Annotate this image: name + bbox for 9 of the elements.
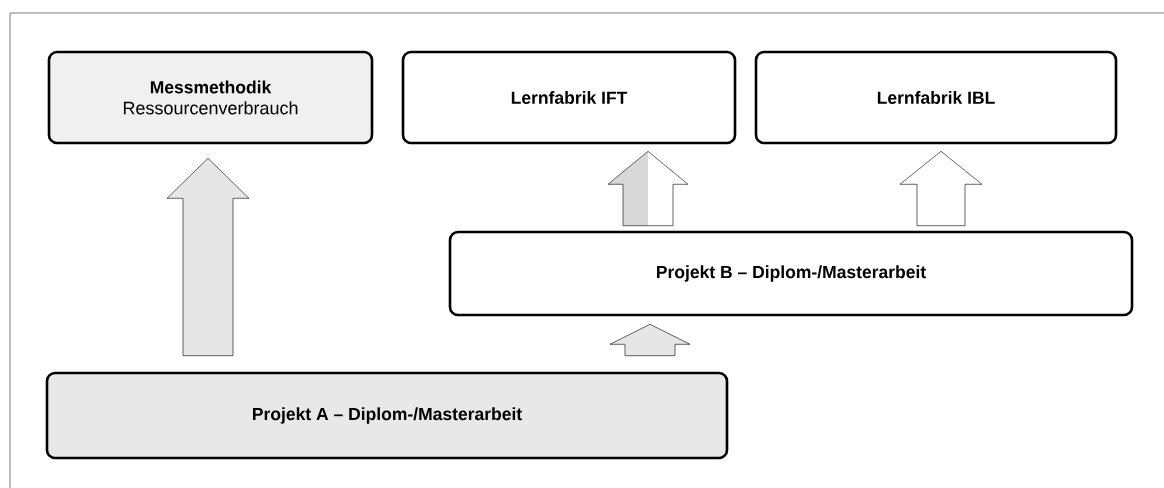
block-arrow <box>609 324 691 356</box>
process-box: Projekt A – Diplom-/Masterarbeit <box>45 371 729 460</box>
block-arrow <box>166 158 250 356</box>
block-arrow <box>607 151 689 226</box>
process-box: Projekt B – Diplom-/Masterarbeit <box>448 230 1134 317</box>
process-box: Lernfabrik IBL <box>754 50 1118 145</box>
block-arrow <box>899 151 983 226</box>
process-box: Lernfabrik IFT <box>401 50 737 145</box>
process-box: Messmethodik Ressourcenverbrauch <box>47 50 374 145</box>
